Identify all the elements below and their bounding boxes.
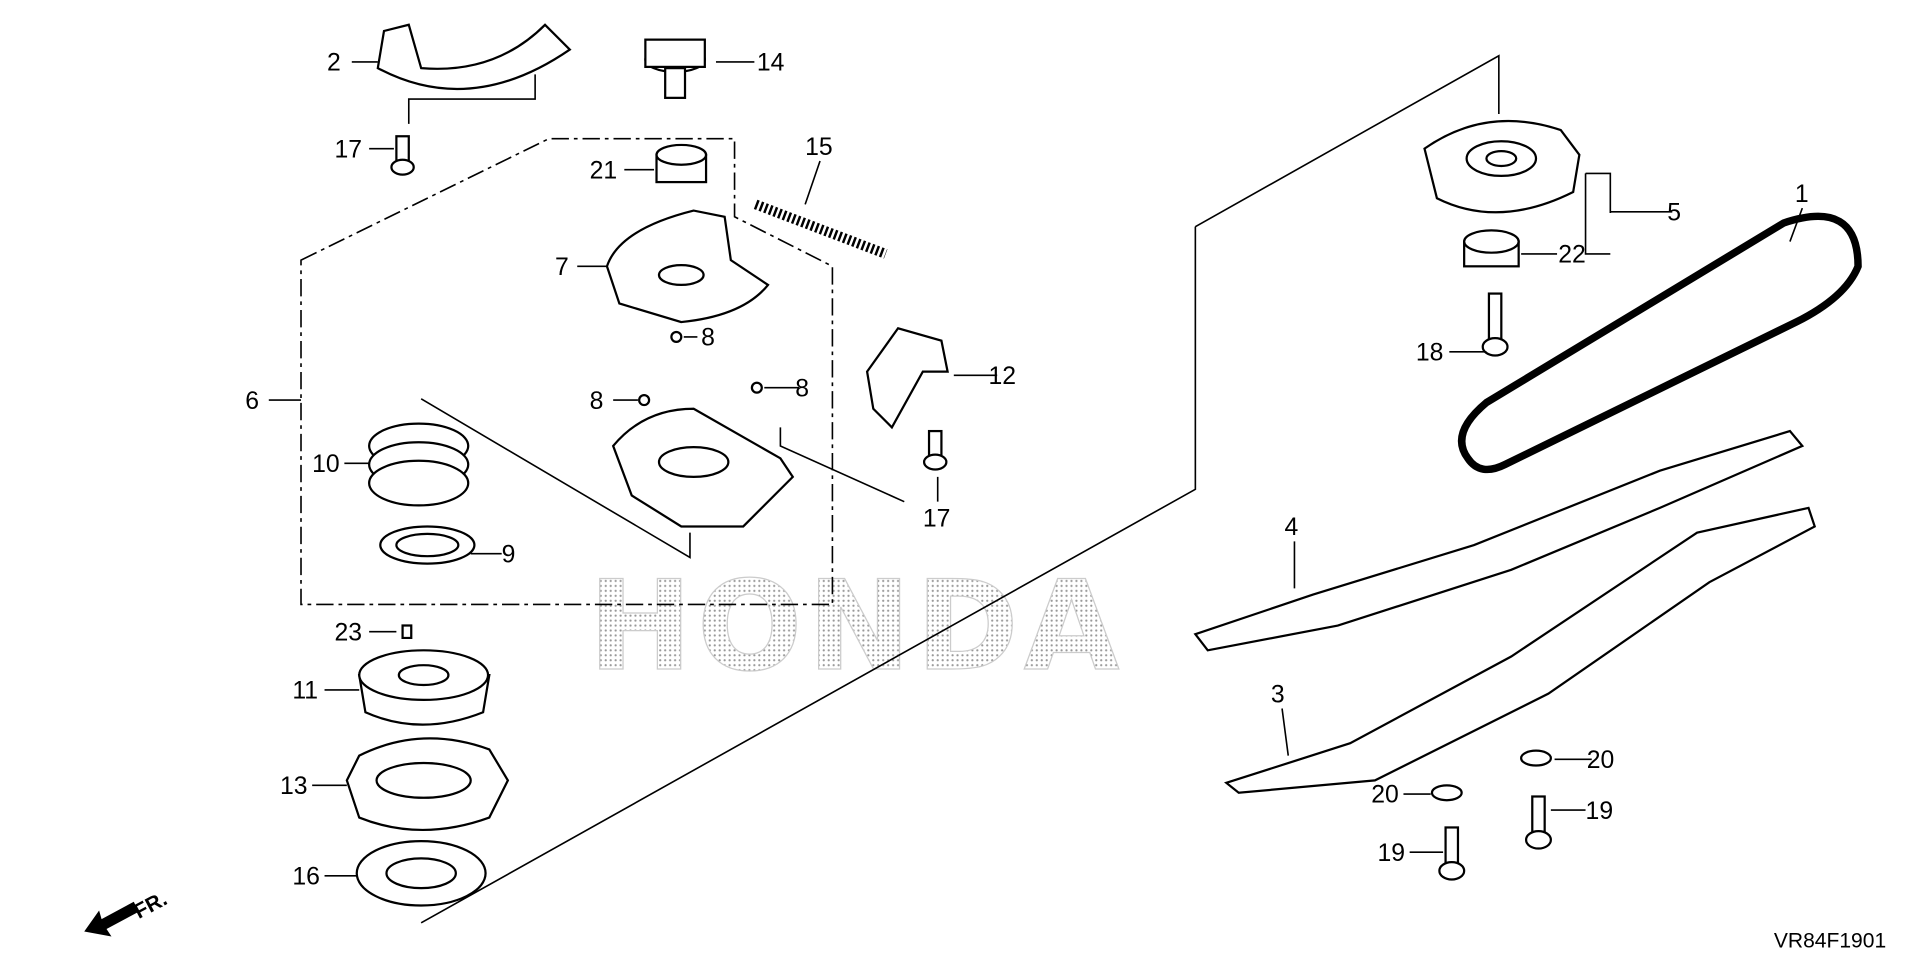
assembly-6-boundary xyxy=(300,137,834,606)
callout-18: 18 xyxy=(1416,339,1444,366)
callout-23: 23 xyxy=(334,619,362,646)
part-8-balls xyxy=(638,330,763,407)
part-10-spring xyxy=(368,422,470,507)
callout-8: 8 xyxy=(795,375,809,402)
part-19-bolt xyxy=(1438,795,1552,881)
callout-5: 5 xyxy=(1667,199,1681,226)
front-direction-arrow: FR. xyxy=(84,887,171,937)
callout-9: 9 xyxy=(502,541,516,568)
callout-7: 7 xyxy=(555,254,569,281)
part-21-bearing xyxy=(655,143,708,184)
callout-15: 15 xyxy=(805,134,833,161)
callout-22: 22 xyxy=(1558,242,1586,269)
callout-2: 2 xyxy=(327,50,341,77)
callout-10: 10 xyxy=(312,451,340,478)
part-1-belt xyxy=(1457,212,1862,474)
callout-13: 13 xyxy=(280,773,308,800)
part-12-bracket xyxy=(865,326,949,430)
part-14-pulley xyxy=(644,38,706,99)
callout-14: 14 xyxy=(757,50,785,77)
part-15-spring xyxy=(753,199,888,259)
part-11-cup xyxy=(357,649,491,726)
leader-lines xyxy=(407,74,1612,559)
callout-6: 6 xyxy=(245,388,259,415)
part-7-hole xyxy=(657,263,705,287)
callout-17: 17 xyxy=(334,136,362,163)
callout-19: 19 xyxy=(1586,798,1614,825)
honda-watermark: HONDA xyxy=(588,555,1124,699)
front-direction-label: FR. xyxy=(130,887,171,923)
callout-8: 8 xyxy=(701,325,715,352)
callout-11: 11 xyxy=(292,678,318,705)
part-17-bolt-top xyxy=(390,135,415,176)
part-13-nut xyxy=(345,737,510,832)
callout-12: 12 xyxy=(988,363,1016,390)
part-plate-hole xyxy=(657,446,730,479)
callout-20: 20 xyxy=(1371,782,1399,809)
part-5-housing xyxy=(1423,119,1581,214)
callout-16: 16 xyxy=(292,863,320,890)
callout-8: 8 xyxy=(590,388,604,415)
part-3-blade xyxy=(1224,506,1817,794)
part-22-bearing xyxy=(1463,229,1520,268)
part-16-washer xyxy=(355,839,487,907)
part-23-key xyxy=(401,624,413,640)
callout-20: 20 xyxy=(1587,747,1615,774)
part-18-bolt xyxy=(1481,292,1509,357)
callout-17: 17 xyxy=(923,505,951,532)
callouts: 2 14 17 21 15 7 8 8 8 12 6 10 9 17 4 3 5… xyxy=(245,50,1808,891)
part-9-clip xyxy=(379,525,476,565)
diagram-code: VR84F1901 xyxy=(1774,930,1886,953)
callout-3: 3 xyxy=(1271,681,1285,708)
part-4-blade xyxy=(1193,429,1805,652)
assembly-5-boundary xyxy=(420,54,1500,924)
callout-19: 19 xyxy=(1377,840,1405,867)
callout-1: 1 xyxy=(1795,181,1809,208)
part-17-bolt xyxy=(922,429,948,471)
part-2-bracket xyxy=(376,23,572,91)
callout-4: 4 xyxy=(1285,514,1299,541)
part-20-washer xyxy=(1430,749,1552,802)
callout-21: 21 xyxy=(590,157,618,184)
